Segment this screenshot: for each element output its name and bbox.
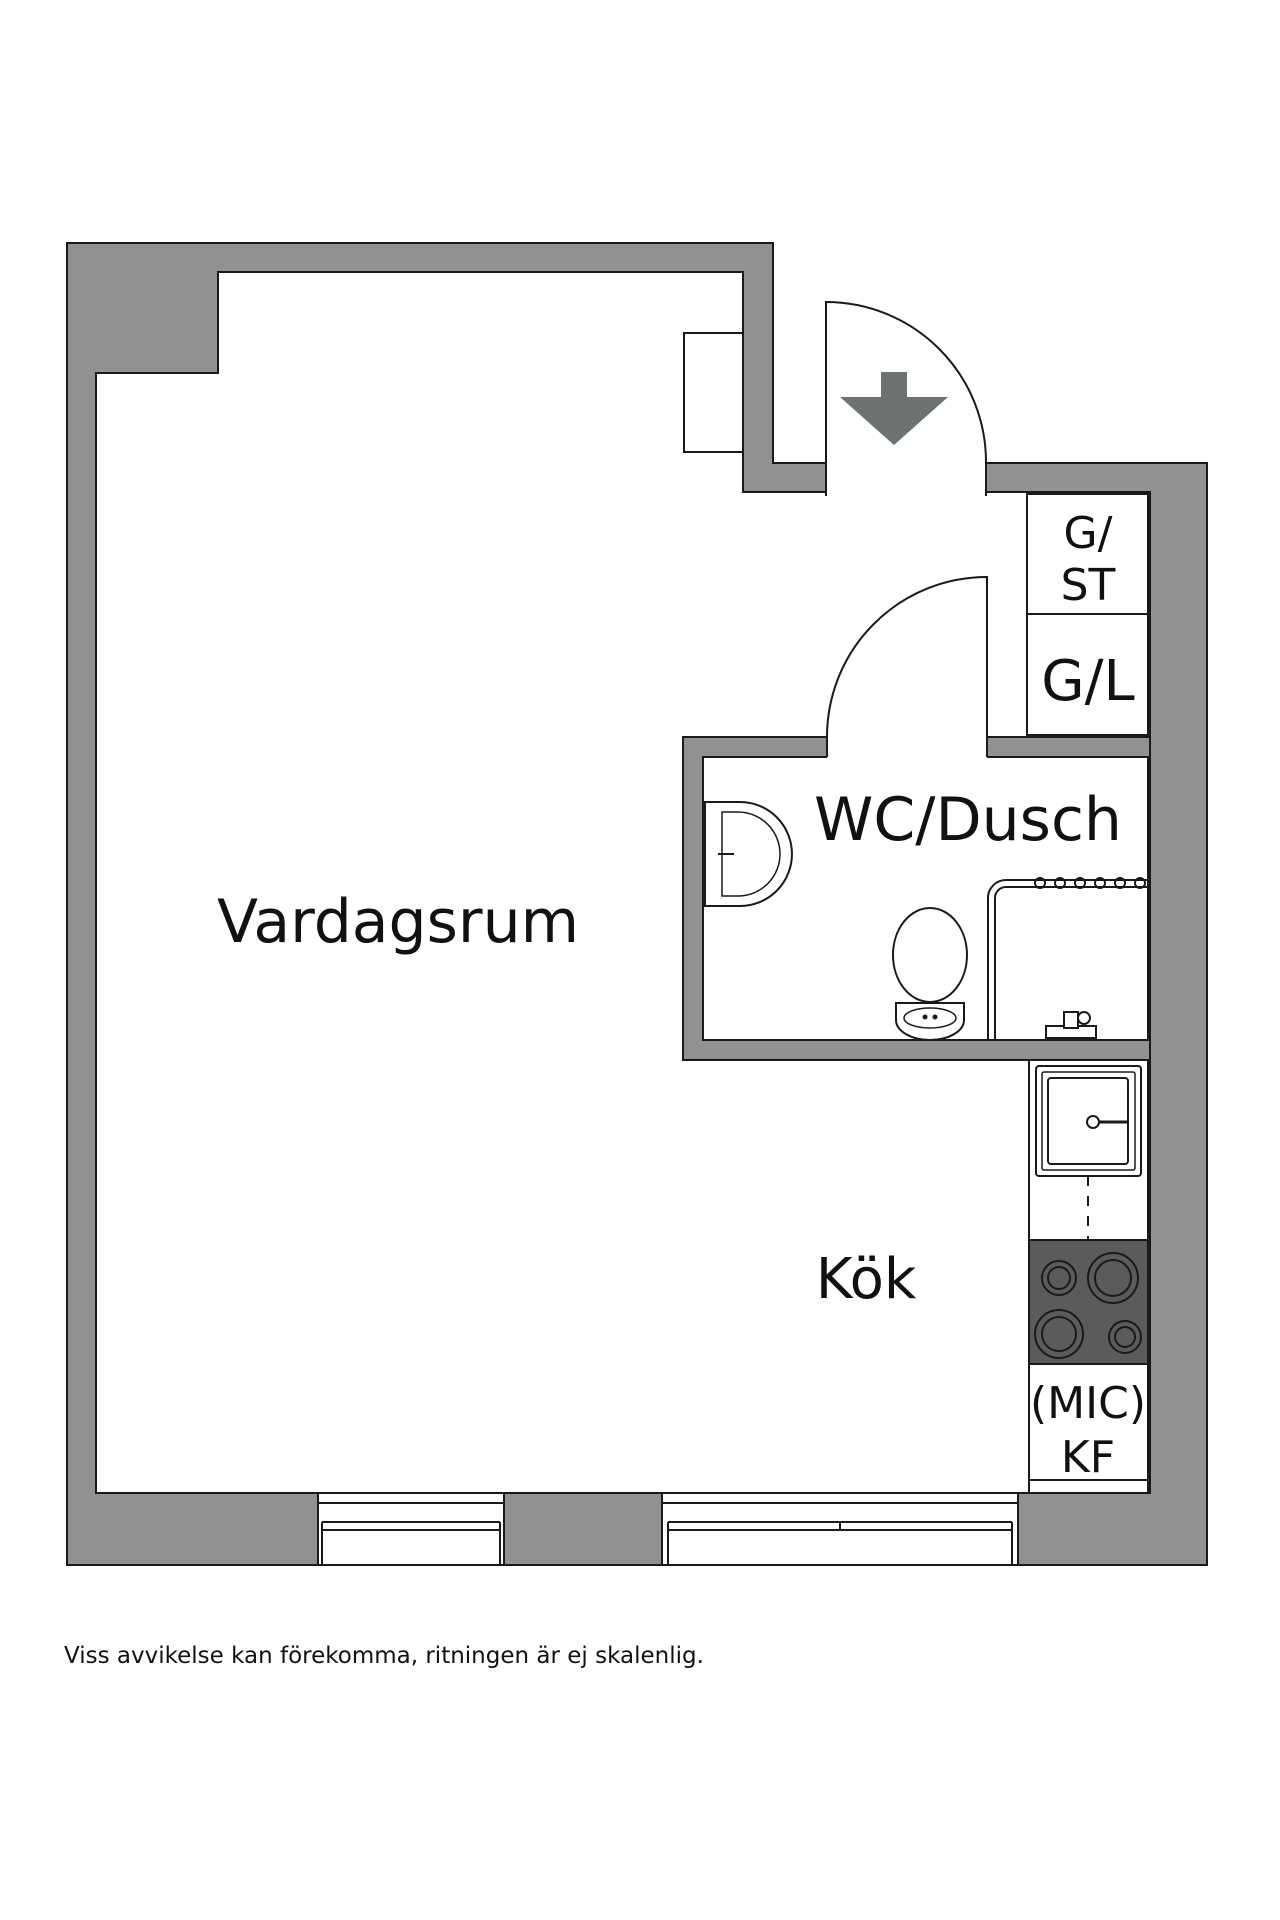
label-appliance-line1: (MIC) bbox=[1030, 1378, 1146, 1429]
label-bathroom: WC/Dusch bbox=[814, 785, 1122, 855]
closet bbox=[683, 332, 744, 453]
toilet bbox=[892, 907, 968, 1041]
entrance-arrow-icon bbox=[840, 372, 948, 445]
entrance-opening bbox=[826, 462, 986, 496]
stove bbox=[1028, 1239, 1149, 1365]
entrance-door bbox=[825, 300, 987, 463]
window-left bbox=[317, 1492, 505, 1566]
disclaimer-note: Viss avvikelse kan förekomma, ritningen … bbox=[64, 1643, 704, 1669]
bathroom-door bbox=[826, 575, 988, 738]
kitchen-sink bbox=[1035, 1065, 1142, 1177]
bathroom-door-opening bbox=[827, 735, 987, 759]
label-appliance-line2: KF bbox=[1061, 1432, 1115, 1483]
shower-mixer-icon bbox=[1045, 1011, 1097, 1039]
label-wardrobe-l: G/L bbox=[1041, 649, 1134, 714]
wardrobe-l bbox=[1026, 613, 1149, 736]
bathroom-walls bbox=[682, 736, 1151, 1061]
window-right bbox=[661, 1492, 1019, 1566]
label-kitchen: Kök bbox=[816, 1247, 917, 1312]
label-wardrobe-st-line1: G/ bbox=[1064, 508, 1113, 559]
wardrobe-st bbox=[1026, 493, 1149, 615]
shower-curtain bbox=[987, 877, 1148, 1040]
label-wardrobe-st-line2: ST bbox=[1061, 560, 1116, 611]
label-living-room: Vardagsrum bbox=[217, 887, 579, 957]
